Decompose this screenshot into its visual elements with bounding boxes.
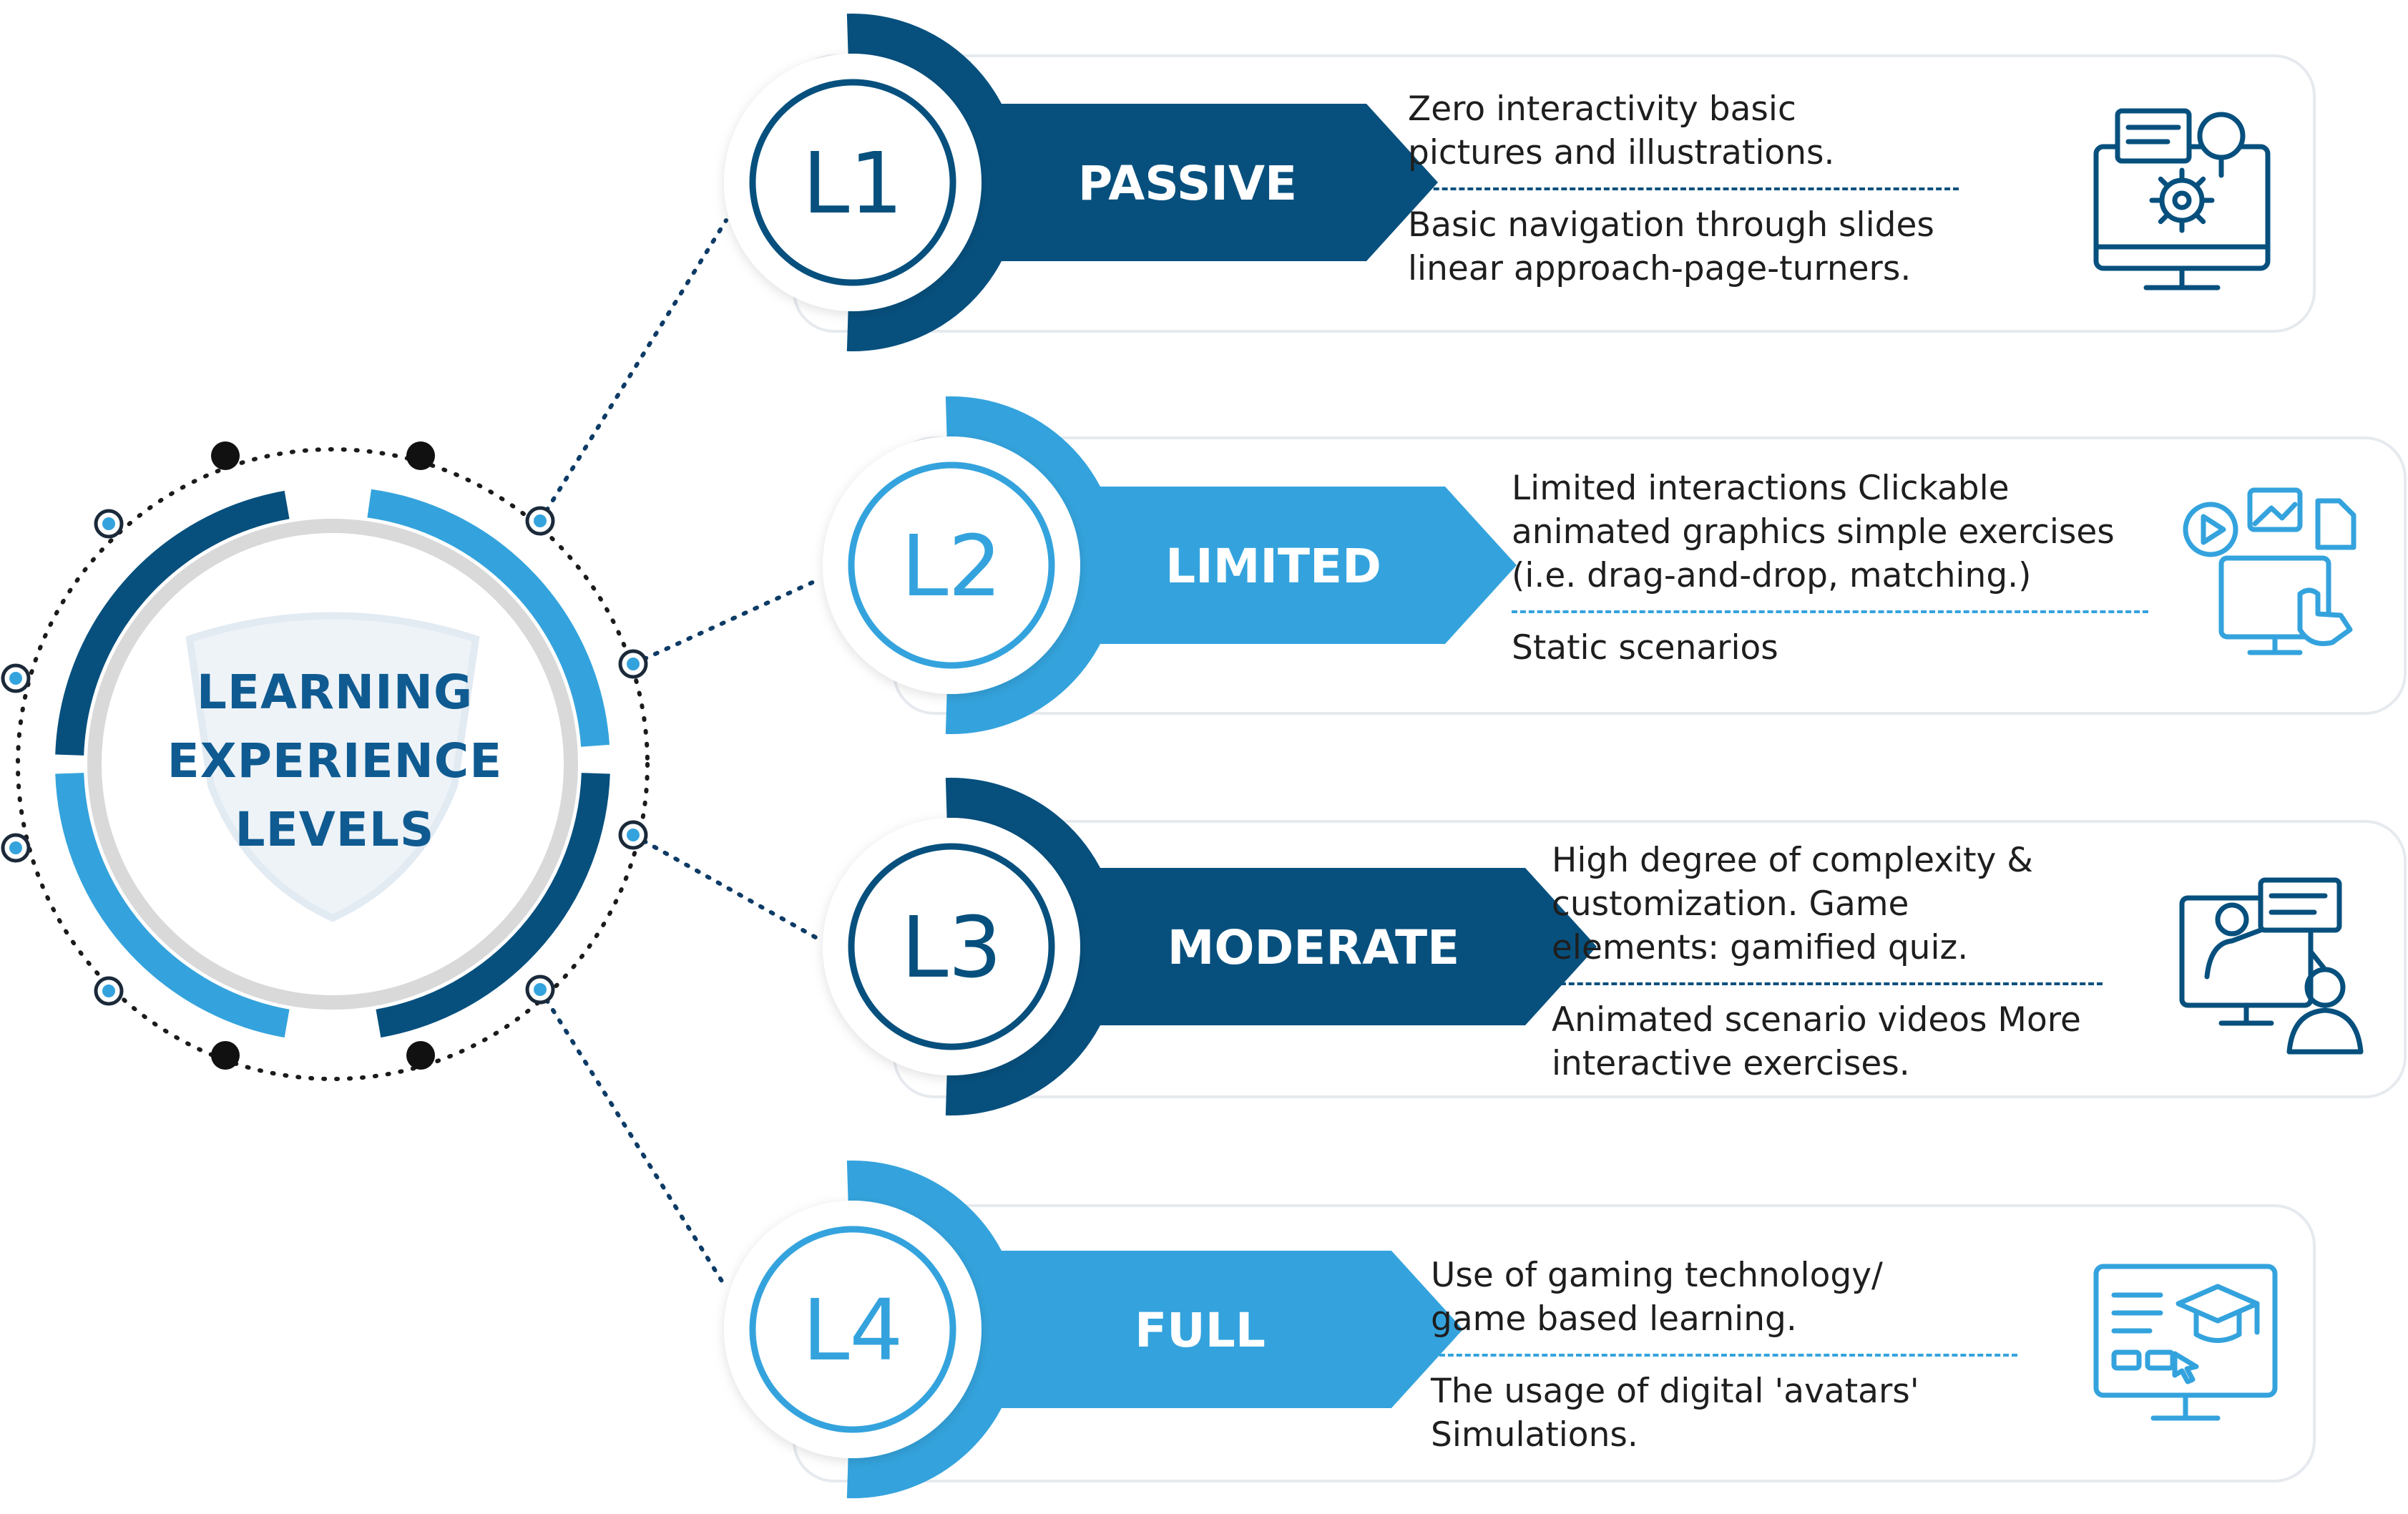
level-arc-2 [945,396,1120,734]
connector-line-2 [631,579,818,666]
desc-top-line: Limited interactions Clickable [1512,469,2010,508]
hub-arc-top-left [55,490,290,756]
connector-line-1 [538,218,728,523]
level-id-3: L3 [901,898,1002,997]
level-arc-3 [945,778,1120,1115]
level-arc-1 [846,14,1022,351]
desc-top-line: elements: gamified quiz. [1552,928,1969,967]
hub-node-dot [525,975,555,1005]
desc-separator [1431,1354,2017,1357]
interactive-media-icon [2183,487,2356,655]
level-name-1: PASSIVE [1078,156,1297,211]
desc-bottom-line: Animated scenario videos More [1552,1000,2081,1040]
desc-top-line: pictures and illustrations. [1408,133,1835,172]
level-description-4: Use of gaming technology/game based lear… [1431,1254,2017,1457]
hub-node-dot [1,833,31,863]
hub-node-dot [1,663,31,693]
icons-layer [2093,108,2364,1421]
center-title-line-2: EXPERIENCE [167,733,503,788]
level-description-3: High degree of complexity & customization… [1552,839,2103,1085]
level-description-1: Zero interactivity basic pictures and ill… [1408,87,1959,290]
shield-watermark-icon [185,612,480,922]
level-1: L1 PASSIVE [724,14,1438,351]
connector-line-4 [538,987,728,1290]
desc-bottom-line: Static scenarios [1512,628,1778,668]
hub-node-dot [525,506,555,536]
desc-separator [1512,610,2148,613]
desc-bottom-line: Basic navigation through slides [1408,205,1934,245]
level-ribbon-3 [1030,868,1597,1025]
desc-top-line: (i.e. drag-and-drop, matching.) [1512,556,2032,595]
connectors-layer [538,218,818,1290]
hub-black-dot [406,1041,435,1070]
hub-arc-bottom-right [376,773,610,1038]
desc-top-line: High degree of complexity & [1552,841,2033,880]
level-ribbon-1 [937,104,1438,261]
level-ribbon-2 [1030,487,1517,644]
level-name-2: LIMITED [1165,539,1381,594]
level-2: L2 LIMITED [823,396,1517,734]
hub-node-dot [618,820,648,850]
level-ribbon-4 [937,1251,1463,1408]
hub-node-dot [94,976,124,1006]
connector-line-3 [631,833,818,939]
level-4: L4 FULL [724,1161,1463,1498]
level-inner-ring-2 [848,461,1055,669]
monitor-settings-icon [2093,108,2271,290]
desc-bottom-line: interactive exercises. [1552,1044,1910,1083]
level-id-4: L4 [803,1281,904,1379]
hub-arc-top-right [367,489,610,747]
levels-layer: L1 PASSIVE L2 LIMITED L3 MODERATE L4 FULL [724,14,1597,1498]
desc-separator [1408,187,1959,190]
level-id-1: L1 [803,134,904,233]
desc-bottom-line: linear approach-page-turners. [1408,249,1912,288]
desc-top-line: Zero interactivity basic [1408,89,1796,129]
hub-node-dot [94,509,124,539]
level-inner-ring-1 [749,79,956,286]
presenter-icon [2179,877,2364,1055]
hub-gray-ring [87,519,578,1010]
elearning-graduation-icon [2093,1264,2278,1421]
desc-top-line: game based learning. [1431,1299,1797,1339]
level-name-4: FULL [1135,1303,1266,1358]
hub-black-dot [211,441,240,470]
desc-top-line: customization. Game [1552,884,1909,924]
desc-bottom-line: Simulations. [1431,1415,1638,1455]
hub-node-dot [618,649,648,679]
level-description-2: Limited interactions Clickable animated g… [1512,467,2148,670]
center-title-line-3: LEVELS [235,802,435,857]
center-title: LEARNING EXPERIENCE LEVELS [84,658,585,864]
center-title-line-1: LEARNING [196,665,474,720]
desc-top-line: Use of gaming technology/ [1431,1256,1883,1295]
desc-bottom-line: The usage of digital 'avatars' [1431,1372,1919,1411]
level-3: L3 MODERATE [823,778,1597,1115]
desc-separator [1552,982,2103,985]
level-inner-ring-4 [749,1226,956,1433]
level-id-2: L2 [901,517,1002,615]
center-hub [1,441,650,1081]
hub-black-dot [406,441,435,470]
level-arc-4 [846,1161,1022,1498]
level-name-3: MODERATE [1168,920,1460,975]
hub-arc-bottom-left [55,773,290,1038]
hub-dotted-ring [16,447,650,1081]
level-inner-ring-3 [848,843,1055,1050]
desc-top-line: animated graphics simple exercises [1512,512,2115,552]
hub-black-dot [211,1041,240,1070]
